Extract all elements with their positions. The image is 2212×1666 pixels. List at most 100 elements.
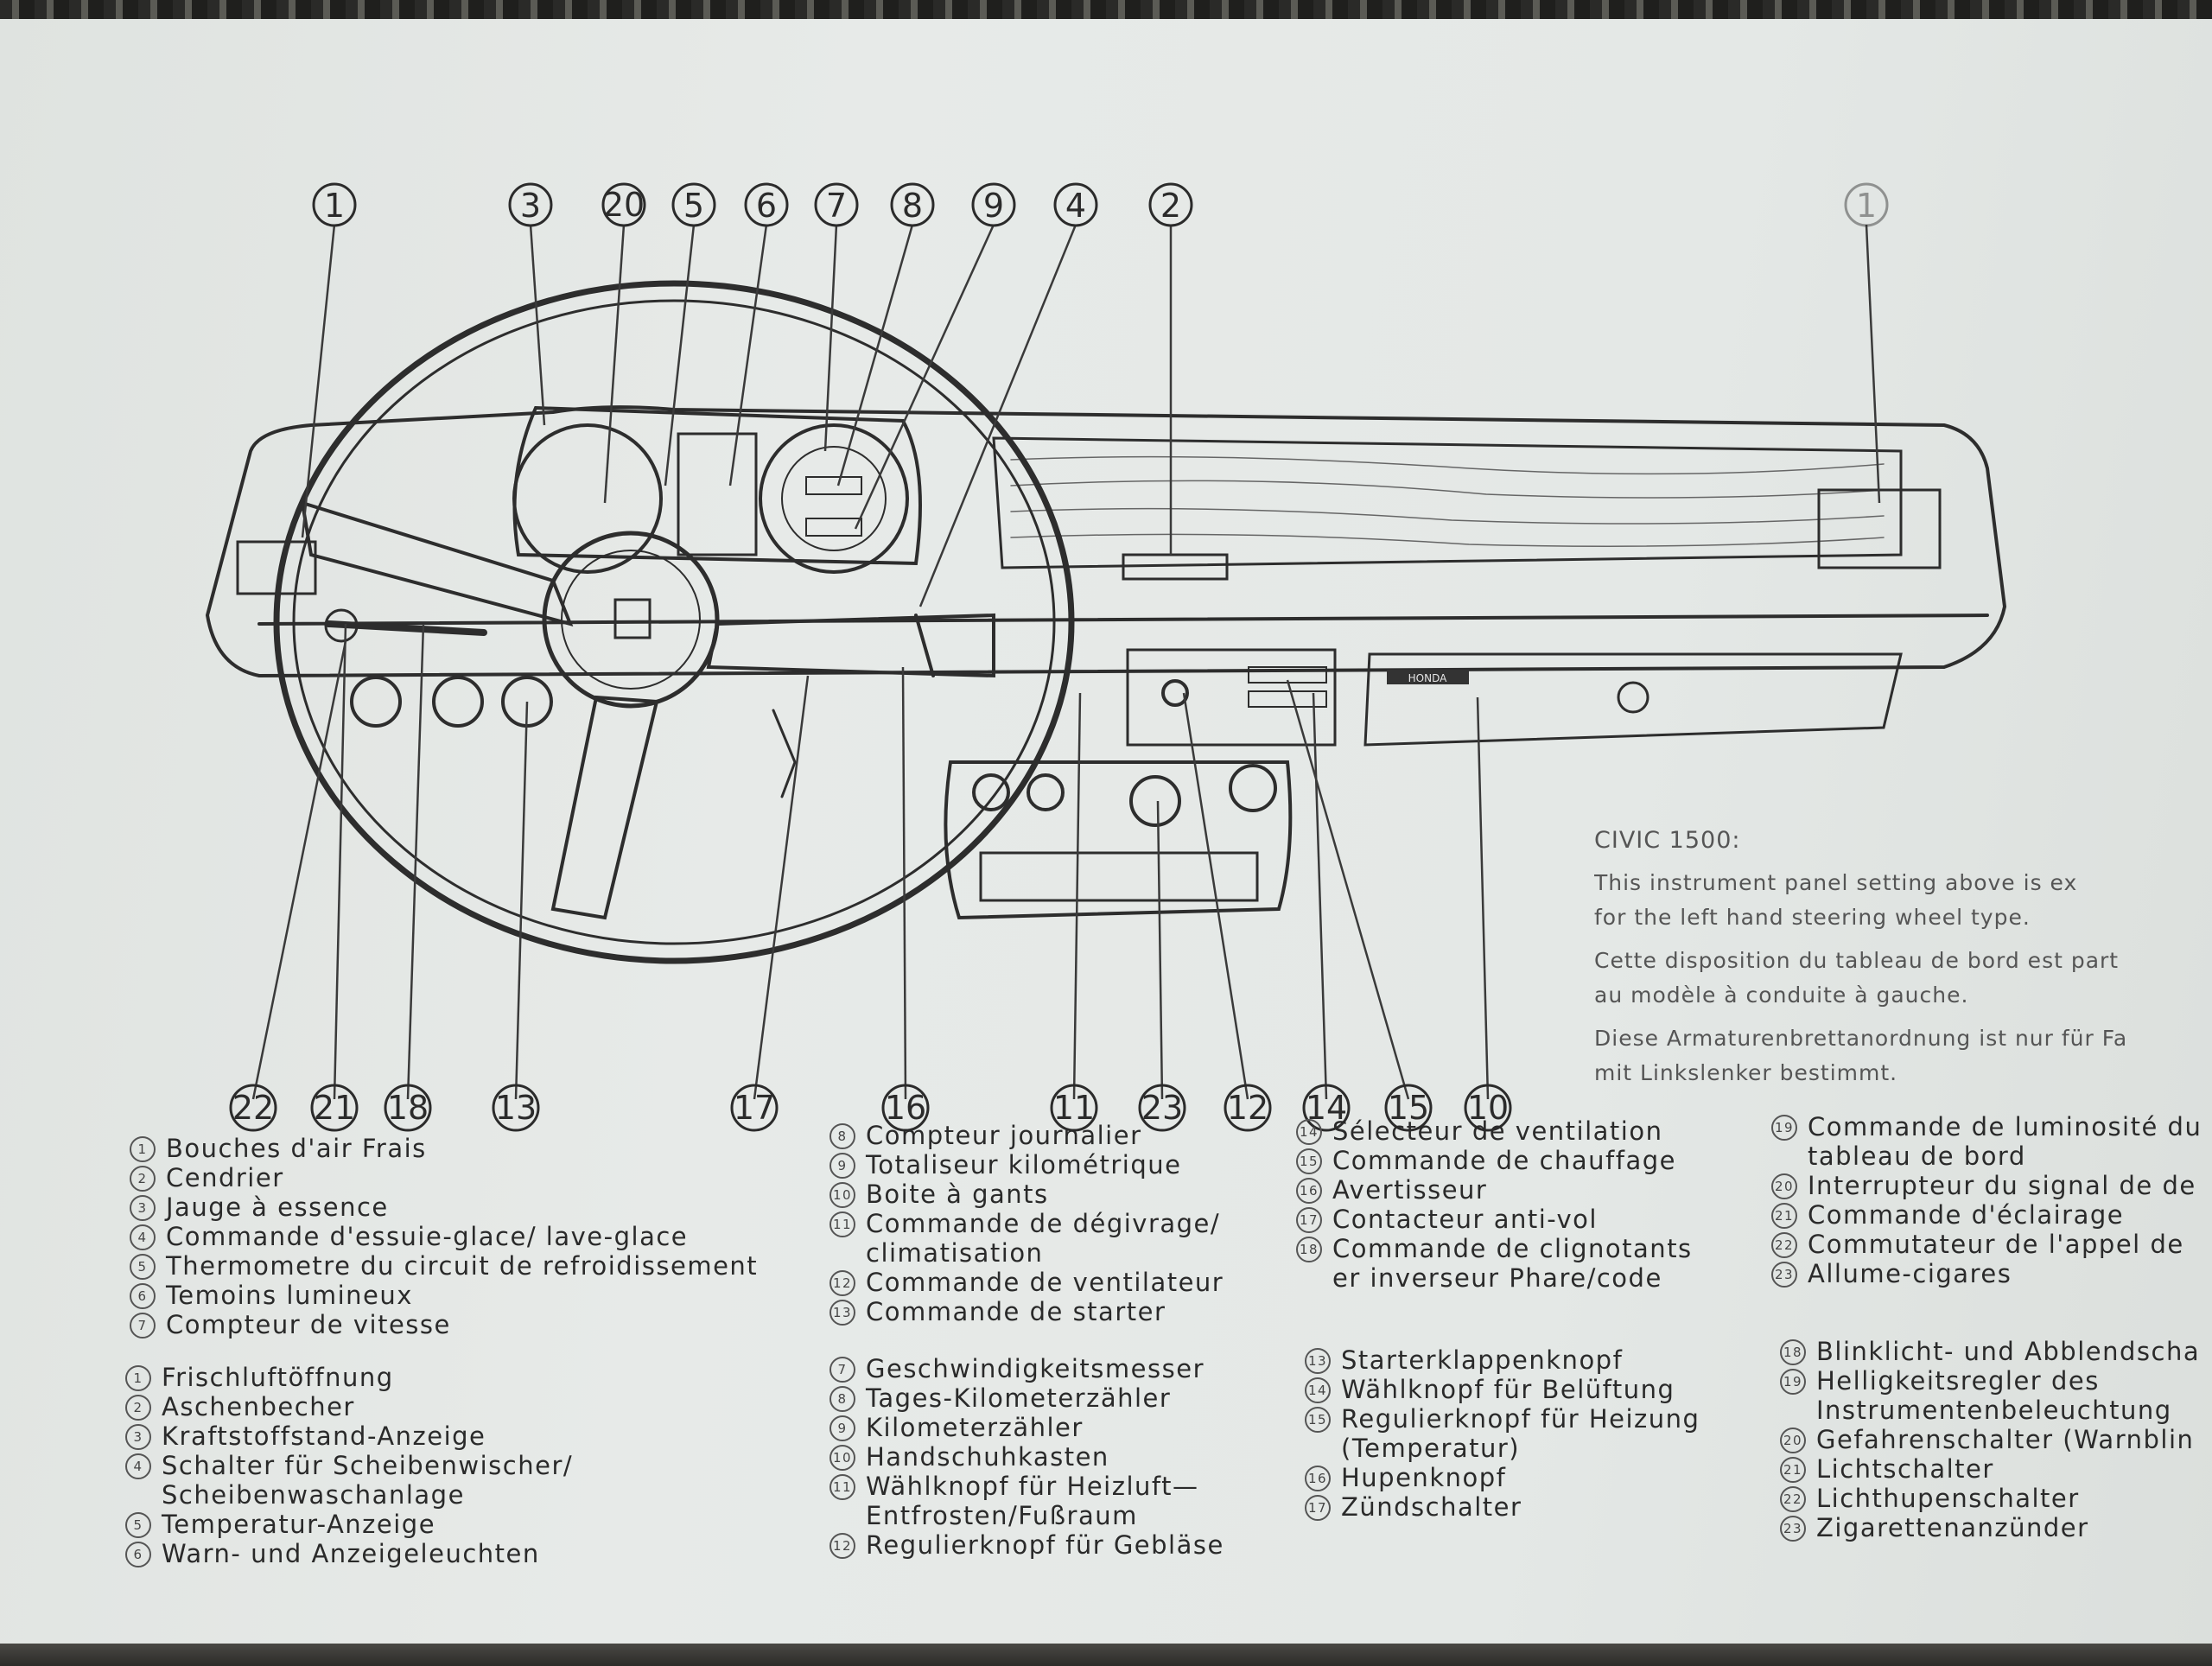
wood-grain xyxy=(1010,455,1885,547)
svg-text:20: 20 xyxy=(603,186,645,224)
instrument-panel-diagram: HONDA xyxy=(205,182,2007,1132)
legend-item-text: Commande d'éclairage xyxy=(1808,1200,2125,1230)
steering-spoke-bottom xyxy=(550,695,659,920)
legend-item-text: Commande de dégivrage/ climatisation xyxy=(866,1209,1221,1268)
legend-item-number: 16 xyxy=(1296,1178,1322,1204)
legend-item-text: Zigarettenanzünder xyxy=(1816,1513,2089,1542)
wood-trim-panel xyxy=(992,436,1903,569)
legend-item-text: Hupenknopf xyxy=(1341,1463,1507,1492)
callout-6: 6 xyxy=(744,182,789,227)
legend-item-text: Commande de chauffage xyxy=(1332,1146,1676,1175)
civic-note-de-line1: Diese Armaturenbrettanordnung ist nur fü… xyxy=(1594,1026,2128,1051)
callouts-bottom: 22 21 18 13 17 16 11 23 12 14 15 10 xyxy=(229,1084,1512,1132)
svg-text:18: 18 xyxy=(387,1089,429,1127)
ignition-key xyxy=(772,709,797,798)
legend-item-number: 19 xyxy=(1780,1369,1806,1395)
odometer xyxy=(805,518,862,537)
svg-text:15: 15 xyxy=(1388,1089,1429,1127)
legend-item-number: 23 xyxy=(1780,1516,1806,1542)
photo-edge-top xyxy=(0,0,2212,19)
svg-text:4: 4 xyxy=(1065,187,1086,225)
legend-item-text: Temoins lumineux xyxy=(166,1281,413,1310)
callout-16: 16 xyxy=(881,1084,930,1132)
legend-item: 14 Sélecteur de ventilation xyxy=(1296,1116,1763,1146)
legend-item-number: 22 xyxy=(1780,1486,1806,1512)
legend-item-number: 2 xyxy=(130,1166,156,1192)
callout-9: 9 xyxy=(971,182,1016,227)
civic-note-en-line1: This instrument panel setting above is e… xyxy=(1594,870,2078,895)
legend-item-number: 13 xyxy=(830,1300,855,1326)
svg-text:9: 9 xyxy=(983,187,1004,225)
legend-item-text: Wählknopf für Heizluft— Entfrosten/Fußra… xyxy=(866,1472,1199,1530)
legend-item-text: Sélecteur de ventilation xyxy=(1332,1116,1663,1146)
callout-12: 12 xyxy=(1224,1084,1272,1132)
callout-8: 8 xyxy=(890,182,935,227)
honda-badge-text: HONDA xyxy=(1408,672,1447,684)
warning-lights-panel xyxy=(677,432,758,556)
svg-text:12: 12 xyxy=(1227,1089,1268,1127)
honda-badge xyxy=(1387,670,1469,684)
legend-item-number: 10 xyxy=(830,1445,855,1471)
light-switch-knob xyxy=(350,676,402,728)
legend-item-number: 10 xyxy=(830,1182,855,1208)
svg-text:6: 6 xyxy=(756,187,777,225)
legend-item-number: 4 xyxy=(130,1224,156,1250)
legend-item-text: Lichtschalter xyxy=(1816,1454,1994,1484)
legend-item-number: 14 xyxy=(1296,1119,1322,1145)
legend-item-text: Frischluftöffnung xyxy=(162,1363,394,1392)
callout-4: 4 xyxy=(1053,182,1098,227)
civic-note-fr-line1: Cette disposition du tableau de bord est… xyxy=(1594,948,2120,973)
honda-logo-emblem xyxy=(613,598,652,639)
speedometer xyxy=(759,423,909,574)
photo-edge-bottom xyxy=(0,1644,2212,1666)
callout-18: 18 xyxy=(384,1084,432,1132)
callout-1-right: 1 xyxy=(1844,182,1889,227)
legend-item-text: Bouches d'air Frais xyxy=(166,1134,427,1163)
legend-item-text: Contacteur anti-vol xyxy=(1332,1205,1598,1234)
fuel-temp-gauge xyxy=(512,423,663,574)
svg-text:1: 1 xyxy=(1856,187,1877,225)
legend-item-number: 6 xyxy=(125,1542,151,1567)
legend-item-text: Kraftstoffstand-Anzeige xyxy=(162,1421,486,1451)
legend-item-text: Starterklappenknopf xyxy=(1341,1345,1624,1375)
legend-item-text: Commande de luminosité du tableau de bor… xyxy=(1808,1112,2202,1171)
legend-item-number: 1 xyxy=(125,1365,151,1391)
svg-text:1: 1 xyxy=(324,187,345,225)
legend-item-number: 19 xyxy=(1771,1115,1797,1141)
legend-item-text: Interrupteur du signal de de xyxy=(1808,1171,2196,1200)
instrument-cluster-hood xyxy=(512,405,922,566)
legend-item-number: 12 xyxy=(830,1270,855,1296)
legend-item-text: Avertisseur xyxy=(1332,1175,1488,1205)
callout-1: 1 xyxy=(312,182,357,227)
callout-3: 3 xyxy=(508,182,553,227)
legend-item-text: Jauge à essence xyxy=(166,1192,389,1222)
legend-item-number: 3 xyxy=(130,1195,156,1221)
turn-signal-stalk xyxy=(325,620,487,636)
callout-20: 20 xyxy=(601,182,646,227)
civic-note-en-line2: for the left hand steering wheel type. xyxy=(1594,905,2031,930)
svg-text:21: 21 xyxy=(314,1089,355,1127)
legend-item-number: 2 xyxy=(125,1395,151,1421)
legend-item-number: 18 xyxy=(1780,1339,1806,1365)
legend-item-text: Aschenbecher xyxy=(162,1392,355,1421)
